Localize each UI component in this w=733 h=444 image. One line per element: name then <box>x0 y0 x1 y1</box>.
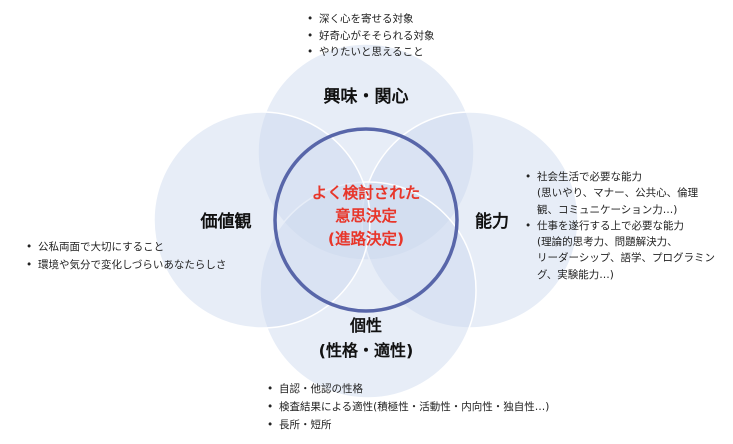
list-item: 自認・他認の性格 <box>267 380 549 398</box>
bullet-line: リーダーシップ、語学、プログラミン <box>537 252 715 265</box>
bullet-line: 仕事を遂行する上で必要な能力 <box>537 219 684 232</box>
bullet-line: 観、コミュニケーション力…) <box>537 203 678 216</box>
values-circle <box>153 111 371 329</box>
center-ring <box>273 127 459 313</box>
center-line: (進路決定) <box>327 230 405 248</box>
list-item: 深く心を寄せる対象 <box>307 11 435 28</box>
list-item: 長所・短所 <box>267 416 549 434</box>
personality-label-line: (性格・適性) <box>318 341 414 360</box>
values-label: 価値観 <box>200 212 252 232</box>
list-item: 社会生活で必要な能力 (思いやり、マナー、公共心、倫理 観、コミュニケーション力… <box>525 169 715 218</box>
personality-label-line: 個性 <box>349 316 382 335</box>
bullet-line: 社会生活で必要な能力 <box>537 171 642 183</box>
overlap-circles <box>153 43 579 399</box>
bullet-line: (理論的思考力、問題解決力、 <box>537 236 678 249</box>
interest-bullets: 深く心を寄せる対象 好奇心がそそられる対象 やりたいと思えること <box>306 11 435 61</box>
bullet-line: グ、実験能力…) <box>537 268 614 281</box>
list-item: 検査結果による適性(積極性・活動性・内向性・独自性…) <box>267 398 549 416</box>
center-title: よく検討された 意思決定 (進路決定) <box>296 182 436 251</box>
center-line: よく検討された <box>311 184 421 202</box>
list-item: 公私両面で大切にすること <box>26 238 226 256</box>
interest-label: 興味・関心 <box>323 87 409 107</box>
list-item: 好奇心がそそられる対象 <box>307 28 434 45</box>
personality-label: 個性 (性格・適性) <box>296 313 436 363</box>
values-bullets: 公私両面で大切にすること 環境や気分で変化しづらいあなたらしさ <box>25 238 226 274</box>
bullet-line: (思いやり、マナー、公共心、倫理 <box>537 187 699 200</box>
personality-bullets: 自認・他認の性格 検査結果による適性(積極性・活動性・内向性・独自性…) 長所・… <box>266 380 549 434</box>
center-line: 意思決定 <box>334 207 397 225</box>
ability-bullets: 社会生活で必要な能力 (思いやり、マナー、公共心、倫理 観、コミュニケーション力… <box>524 169 715 283</box>
list-item: やりたいと思えること <box>307 44 435 61</box>
list-item: 環境や気分で変化しづらいあなたらしさ <box>26 256 226 274</box>
list-item: 仕事を遂行する上で必要な能力 (理論的思考力、問題解決力、 リーダーシップ、語学… <box>525 218 715 283</box>
ability-label: 能力 <box>475 212 509 232</box>
